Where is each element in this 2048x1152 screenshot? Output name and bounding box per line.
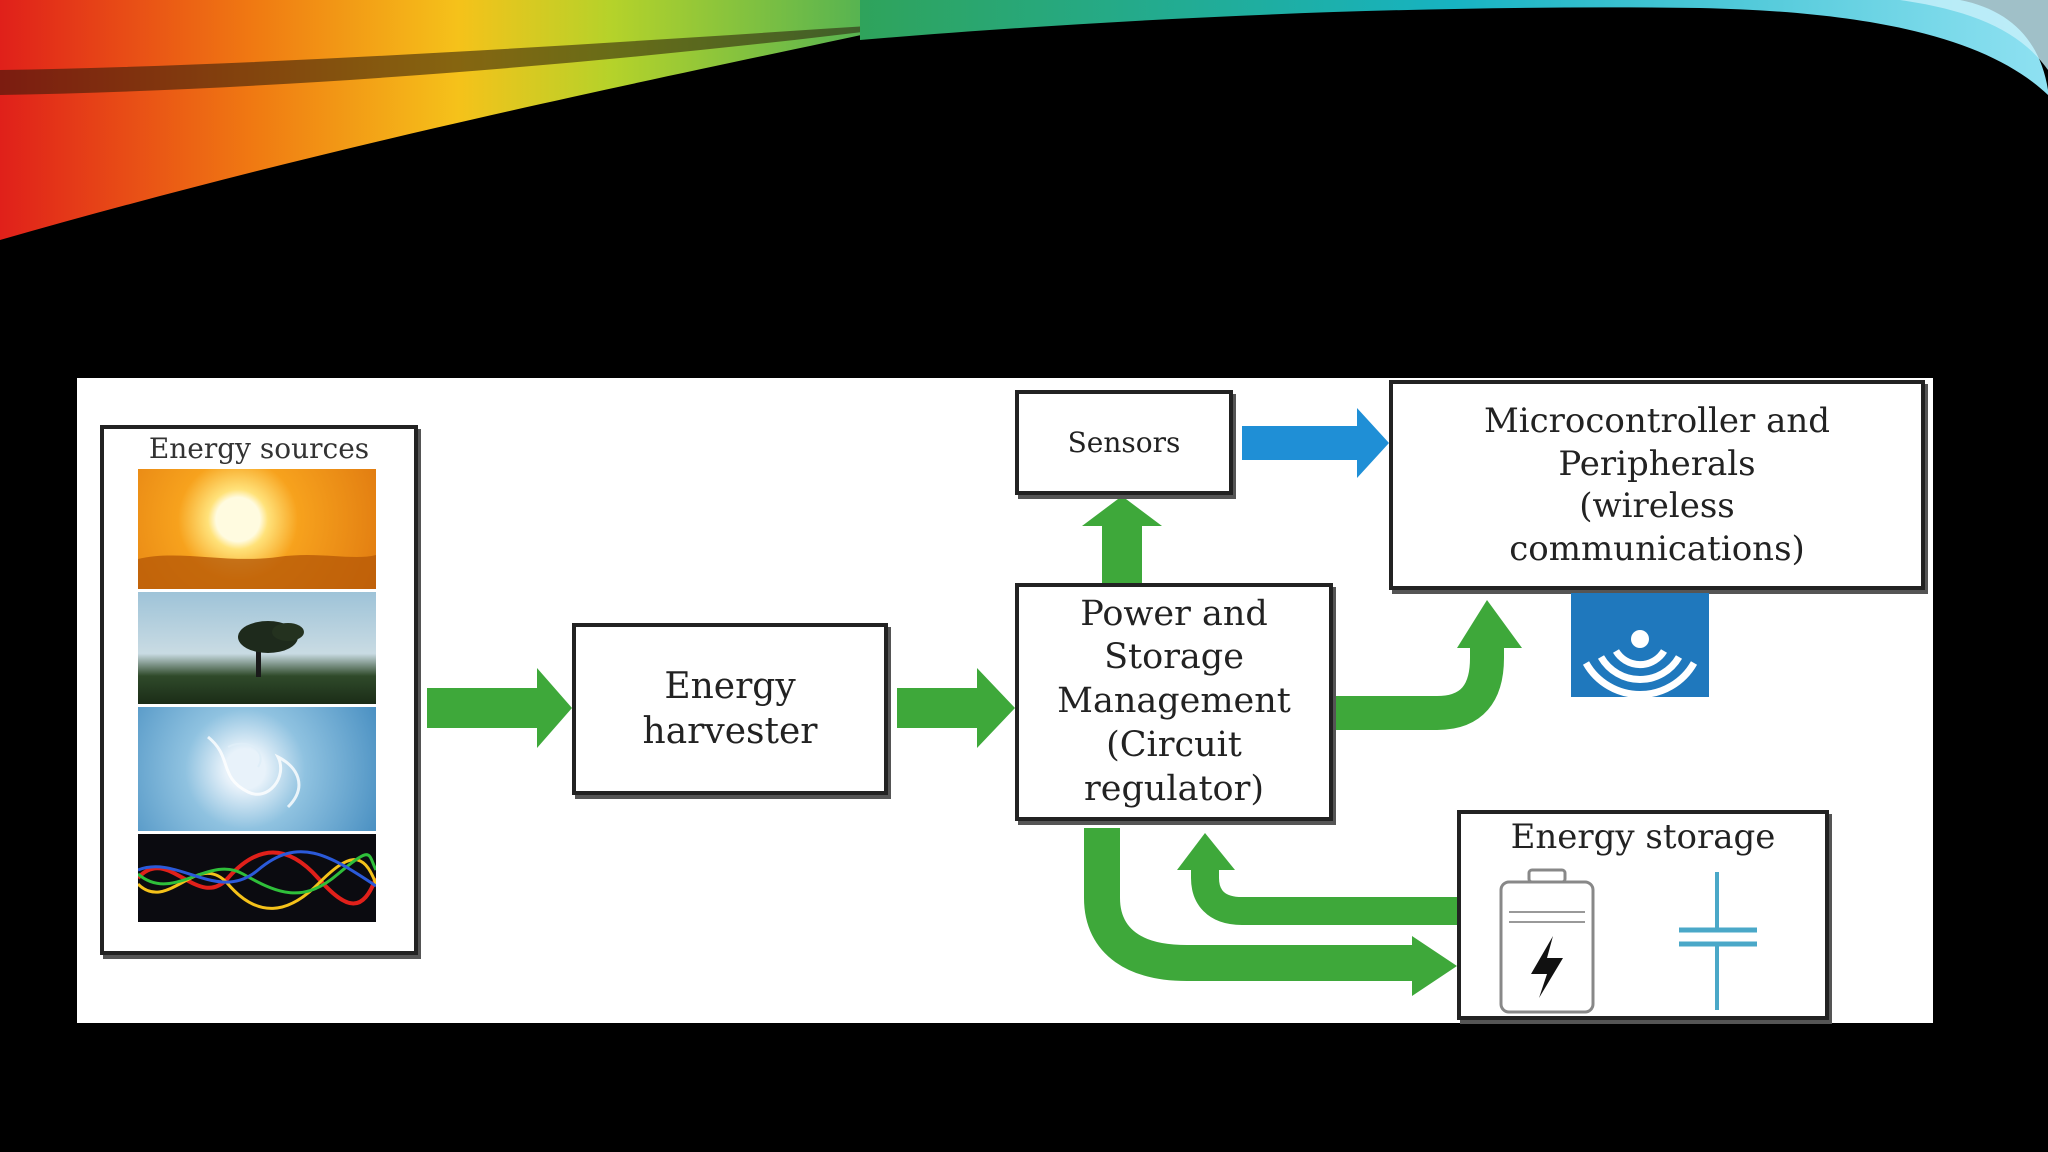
light-waves-image [138,834,376,922]
energy-sources-box: Energy sources [100,425,418,955]
power-management-label: Power and Storage Management (Circuit re… [1057,593,1291,812]
sensors-label: Sensors [1068,425,1181,460]
battery-icon [1495,866,1599,1016]
microcontroller-box: Microcontroller and Peripherals (wireles… [1389,380,1925,590]
arrow-sensors-to-micro [1242,408,1389,478]
sensors-box: Sensors [1015,390,1233,495]
energy-sources-title: Energy sources [104,431,414,466]
arrow-sources-to-harvester [427,668,572,748]
arrow-power-to-storage [1102,828,1417,963]
energy-harvester-box: Energy harvester [572,623,888,795]
arrow-storage-to-power-head [1177,833,1235,870]
energy-storage-title: Energy storage [1461,816,1825,859]
capacitor-icon [1661,872,1781,1012]
wind-tree-image [138,592,376,704]
arrow-storage-to-power [1205,866,1457,911]
energy-harvesting-diagram: Energy sources [77,378,1933,1023]
energy-storage-box: Energy storage [1457,810,1829,1020]
slide-banner [0,0,2048,260]
arrow-power-to-micro-head [1457,600,1522,648]
arrow-harvester-to-power [897,668,1015,748]
sun-image [138,469,376,589]
energy-harvester-label: Energy harvester [643,664,818,754]
wifi-icon [1571,593,1709,697]
arrow-power-to-micro [1335,648,1487,713]
microcontroller-label: Microcontroller and Peripherals (wireles… [1484,400,1830,570]
banner-cool-swoosh [860,0,2048,95]
arrow-power-to-storage-head [1412,936,1457,996]
water-image [138,707,376,831]
power-storage-management-box: Power and Storage Management (Circuit re… [1015,583,1333,821]
arrow-power-to-sensors [1082,496,1162,583]
